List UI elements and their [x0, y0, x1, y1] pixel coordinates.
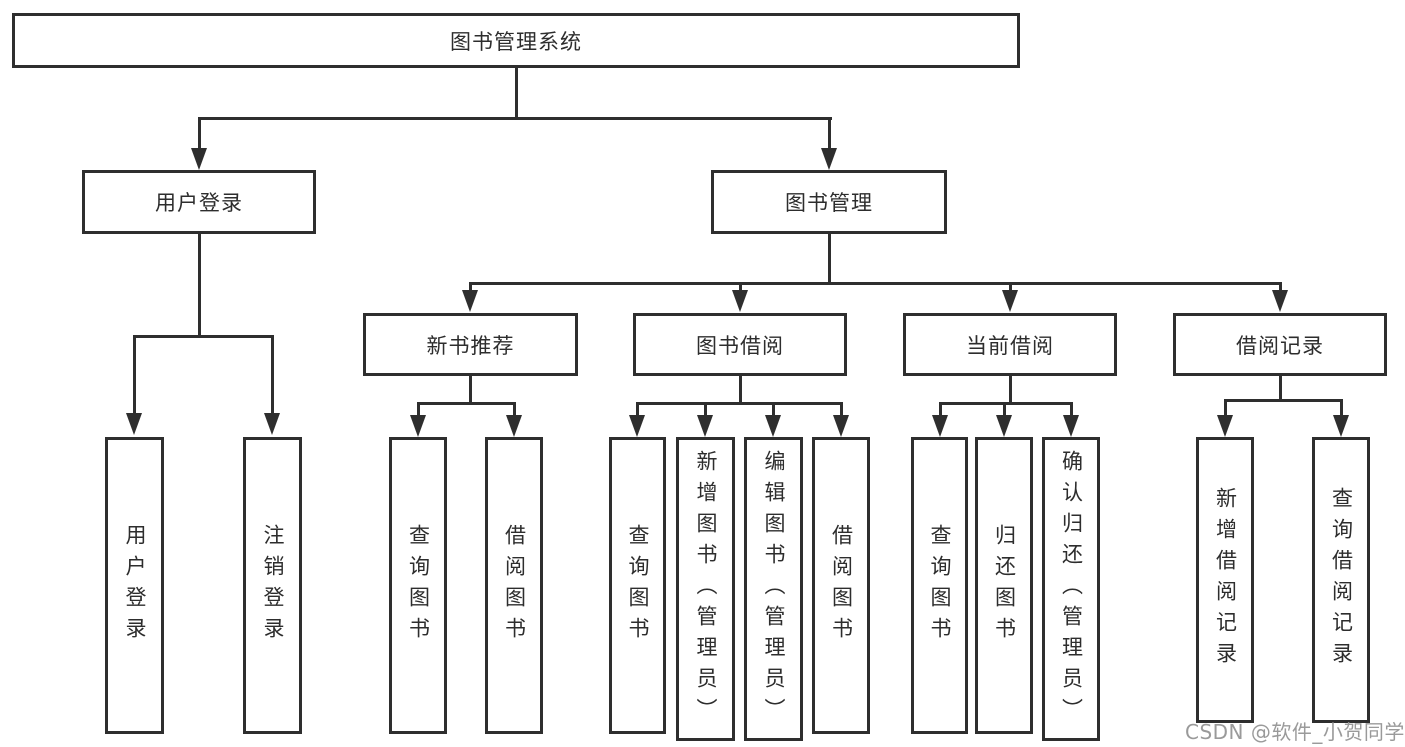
arrowhead-icon — [1333, 415, 1349, 437]
leaf-query-books-borrowing: 查询图书 — [609, 437, 666, 734]
connector-line — [840, 402, 843, 417]
arrowhead-icon — [629, 415, 645, 437]
leaf-return-books: 归还图书 — [975, 437, 1033, 734]
connector-line — [704, 402, 707, 417]
arrowhead-icon — [264, 413, 280, 435]
leaf-edit-books-admin: 编辑图书（管理员） — [744, 437, 803, 741]
leaf-user-login: 用户登录 — [105, 437, 164, 734]
connector-line — [271, 335, 274, 415]
connector-line — [1279, 376, 1282, 402]
connector-line — [198, 117, 201, 150]
connector-line — [469, 282, 1282, 285]
connector-line — [636, 402, 639, 417]
connector-line — [417, 402, 420, 417]
arrowhead-icon — [697, 415, 713, 437]
node-book-borrowing: 图书借阅 — [633, 313, 847, 376]
connector-line — [1070, 402, 1073, 417]
arrowhead-icon — [462, 290, 478, 312]
connector-line — [1279, 282, 1282, 294]
arrowhead-icon — [191, 148, 207, 170]
leaf-confirm-return-admin: 确认归还（管理员） — [1042, 437, 1100, 741]
connector-line — [198, 234, 201, 338]
connector-line — [1009, 376, 1012, 405]
connector-line — [469, 376, 472, 405]
arrowhead-icon — [765, 415, 781, 437]
arrowhead-icon — [1217, 415, 1233, 437]
connector-line — [469, 282, 472, 294]
node-borrowing-records: 借阅记录 — [1173, 313, 1387, 376]
arrowhead-icon — [410, 415, 426, 437]
node-new-book-recommendation: 新书推荐 — [363, 313, 578, 376]
connector-line — [939, 402, 942, 417]
arrowhead-icon — [506, 415, 522, 437]
arrowhead-icon — [1063, 415, 1079, 437]
leaf-logout: 注销登录 — [243, 437, 302, 734]
arrowhead-icon — [821, 148, 837, 170]
connector-line — [828, 117, 831, 150]
arrowhead-icon — [1002, 290, 1018, 312]
leaf-add-books-admin: 新增图书（管理员） — [676, 437, 735, 741]
connector-line — [1224, 399, 1227, 417]
arrowhead-icon — [996, 415, 1012, 437]
leaf-query-borrow-record: 查询借阅记录 — [1312, 437, 1370, 723]
arrowhead-icon — [1272, 290, 1288, 312]
leaf-query-books-current: 查询图书 — [911, 437, 968, 734]
arrowhead-icon — [126, 413, 142, 435]
node-library-management-system: 图书管理系统 — [12, 13, 1020, 68]
node-book-management-branch: 图书管理 — [711, 170, 947, 234]
leaf-add-borrow-record: 新增借阅记录 — [1196, 437, 1254, 723]
connector-line — [417, 402, 516, 405]
connector-line — [939, 402, 1073, 405]
connector-line — [828, 234, 831, 285]
connector-line — [133, 335, 136, 415]
arrowhead-icon — [932, 415, 948, 437]
connector-line — [1003, 402, 1006, 417]
node-current-borrowing: 当前借阅 — [903, 313, 1117, 376]
connector-line — [515, 66, 518, 120]
arrowhead-icon — [732, 290, 748, 312]
leaf-query-books-recommend: 查询图书 — [389, 437, 447, 734]
connector-line — [739, 282, 742, 294]
connector-line — [198, 117, 832, 120]
connector-line — [1340, 399, 1343, 417]
connector-line — [513, 402, 516, 417]
connector-line — [636, 402, 843, 405]
connector-line — [1009, 282, 1012, 294]
node-user-login-branch: 用户登录 — [82, 170, 316, 234]
connector-line — [739, 376, 742, 405]
leaf-borrow-books-recommend: 借阅图书 — [485, 437, 543, 734]
leaf-borrow-books: 借阅图书 — [812, 437, 870, 734]
connector-line — [133, 335, 274, 338]
arrowhead-icon — [833, 415, 849, 437]
connector-line — [1224, 399, 1343, 402]
csdn-watermark: CSDN @软件_小贺同学 — [1185, 720, 1405, 744]
connector-line — [772, 402, 775, 417]
